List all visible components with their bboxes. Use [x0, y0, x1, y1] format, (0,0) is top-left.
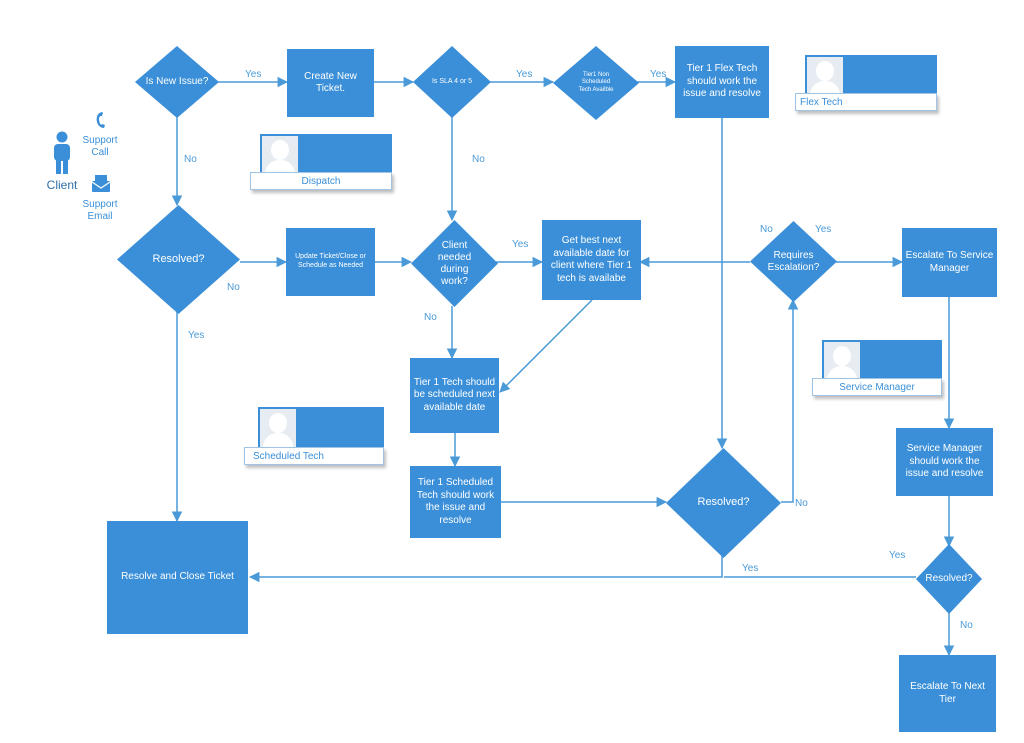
client-person-icon [54, 131, 70, 174]
process-escalate-to-next-tier: Escalate To Next Tier [899, 655, 996, 732]
process-get-best-date: Get best next available date for client … [542, 220, 641, 300]
process-update-ticket: Update Ticket/Close or Schedule as Neede… [286, 228, 375, 296]
process-escalate-to-service-manager: Escalate To Service Manager [902, 228, 997, 297]
edge-label-no: No [227, 282, 240, 293]
support-call-label: Support Call [82, 135, 118, 158]
role-card-scheduled-tech: Scheduled Tech [244, 407, 384, 467]
edge-label-yes: Yes [512, 239, 529, 250]
process-create-new-ticket: Create New Ticket. [287, 49, 374, 117]
edge-label-yes: Yes [889, 550, 906, 561]
support-email-label: Support Email [82, 199, 118, 222]
edge-label-no: No [472, 154, 485, 165]
process-service-manager-work: Service Manager should work the issue an… [896, 428, 993, 496]
person-avatar-icon [262, 136, 298, 176]
role-label-scheduled-tech: Scheduled Tech [253, 450, 324, 462]
decision-is-new-issue: Is New Issue? [135, 46, 219, 118]
decision-client-needed: Client needed during work? [411, 220, 498, 307]
edge-label-yes: Yes [245, 69, 262, 80]
connector-resolved2-to-close [248, 556, 723, 583]
edge-label-yes: Yes [742, 563, 759, 574]
role-card-dispatch: Dispatch [250, 134, 392, 192]
role-label-service-manager: Service Manager [839, 381, 915, 393]
person-avatar-icon [807, 57, 843, 97]
process-tier1-scheduled-work: Tier 1 Scheduled Tech should work the is… [410, 466, 501, 538]
decision-requires-escalation: Requires Escalation? [750, 221, 837, 302]
role-label-dispatch: Dispatch [301, 175, 341, 187]
email-icon [91, 175, 111, 192]
process-tier1-flex-tech: Tier 1 Flex Tech should work the issue a… [675, 46, 769, 118]
role-card-flex-tech: Flex Tech [795, 55, 937, 113]
edge-label-no: No [760, 224, 773, 235]
connector-resolved2-to-escalation [781, 298, 799, 503]
decision-tier1-non-scheduled: Tier1 Non Scheduled Tech Availble [553, 46, 639, 120]
edge-label-yes: Yes [188, 330, 205, 341]
role-label-flex-tech: Flex Tech [800, 96, 843, 108]
connector-bestdate-to-schednext [499, 299, 593, 393]
decision-resolved-2: Resolved? [666, 448, 781, 558]
phone-icon [96, 112, 105, 128]
decision-resolved-1: Resolved? [117, 205, 240, 314]
process-tier1-scheduled-next: Tier 1 Tech should be scheduled next ava… [410, 358, 499, 433]
edge-label-yes: Yes [815, 224, 832, 235]
decision-is-sla: Is SLA 4 or 5 [413, 46, 491, 118]
edge-label-no: No [960, 620, 973, 631]
process-resolve-and-close-ticket: Resolve and Close Ticket [107, 521, 248, 634]
person-avatar-icon [824, 342, 860, 382]
edge-label-no: No [184, 154, 197, 165]
edge-label-yes: Yes [516, 69, 533, 80]
decision-resolved-3: Resolved? [916, 544, 982, 614]
edge-label-yes: Yes [650, 69, 667, 80]
person-avatar-icon [260, 409, 296, 451]
edge-label-no: No [795, 498, 808, 509]
edge-label-no: No [424, 312, 437, 323]
role-card-service-manager: Service Manager [812, 340, 942, 398]
client-label: Client [46, 178, 78, 192]
